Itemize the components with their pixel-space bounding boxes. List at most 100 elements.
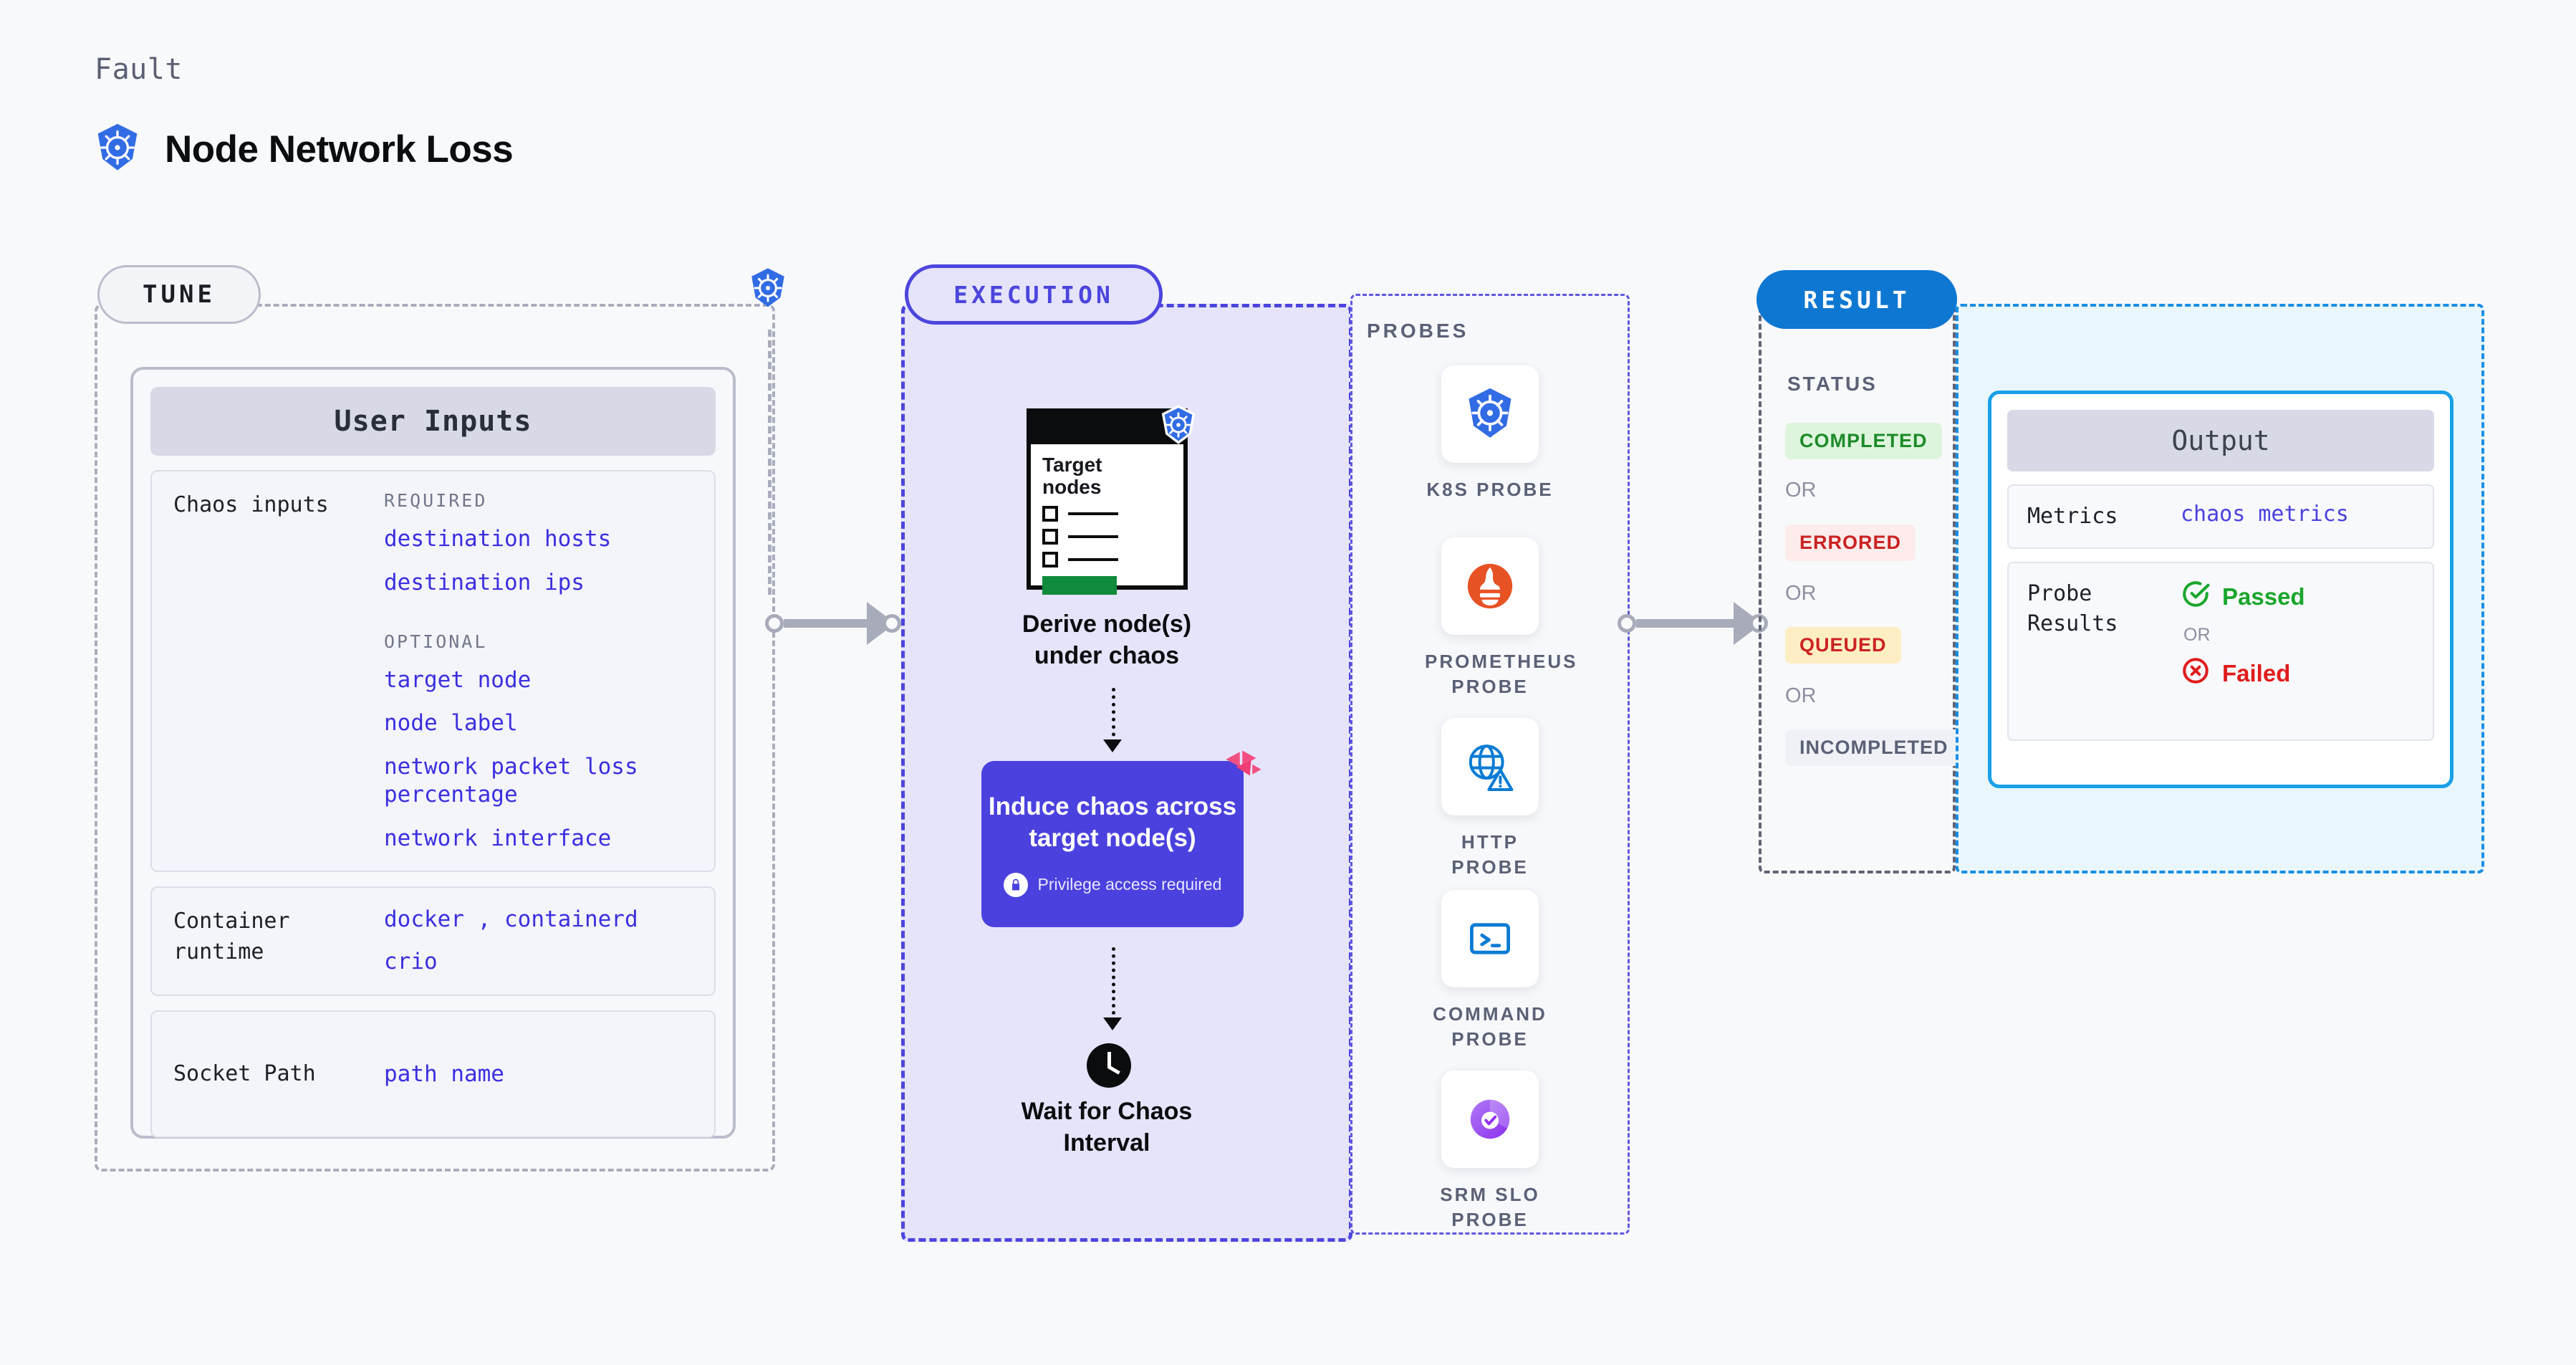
clock-icon [1087, 1043, 1131, 1088]
probe-results-row: Probe Results Passed OR [2007, 562, 2434, 741]
input-value[interactable]: containerd [504, 906, 638, 933]
connector-end-dot [883, 614, 901, 633]
probe-label: HTTP PROBE [1425, 830, 1555, 880]
tune-stage-pill[interactable]: TUNE [97, 265, 261, 324]
status-badge-queued: QUEUED [1785, 627, 1901, 664]
probe-label-line: PROMETHEUS [1425, 651, 1578, 672]
connector-start-dot [765, 614, 784, 633]
node-checkbox-row[interactable] [1042, 505, 1172, 522]
target-nodes-title-2: nodes [1042, 475, 1102, 498]
status-badge-errored: ERRORED [1785, 525, 1916, 561]
user-inputs-card: User Inputs Chaos inputs REQUIRED destin… [130, 367, 736, 1139]
srm-slo-icon [1441, 1071, 1539, 1168]
or-label: OR [1785, 684, 1817, 707]
card-titlebar [1031, 413, 1183, 444]
probe-result-failed: Failed [2181, 656, 2414, 691]
chaos-title-line: target node(s) [1029, 824, 1196, 852]
probe-results-label: Probe Results [2027, 579, 2171, 724]
output-card: Output Metrics chaos metrics Probe Resul… [1988, 391, 2454, 788]
node-checkbox-row[interactable] [1042, 551, 1172, 567]
status-badge-completed: COMPLETED [1785, 423, 1942, 459]
or-label: OR [2183, 625, 2211, 645]
container-runtime-label: Container runtime [173, 909, 290, 964]
probe-srm-slo[interactable]: SRM SLO PROBE [1425, 1071, 1555, 1232]
confirm-bar [1042, 575, 1117, 595]
x-circle-icon [2181, 656, 2211, 691]
input-value[interactable]: destination ips [384, 569, 585, 595]
probe-label-line: SRM SLO [1440, 1184, 1540, 1205]
input-value[interactable]: crio [384, 949, 438, 975]
input-value[interactable]: destination hosts [384, 526, 612, 552]
socket-path-section: Socket Path path name [150, 1010, 716, 1138]
probe-result-passed: Passed [2181, 579, 2414, 615]
flow-arrow-icon [1103, 739, 1122, 752]
user-inputs-title: User Inputs [150, 387, 716, 456]
input-value[interactable]: node label [384, 710, 518, 737]
probe-label-line: PROBE [1451, 1209, 1529, 1231]
input-value[interactable]: network interface [384, 825, 612, 851]
probe-label-line: PROBE [1451, 676, 1529, 698]
flow-arrow-icon [1103, 1017, 1122, 1030]
or-label: OR [1785, 479, 1817, 502]
flow-line [1112, 688, 1115, 744]
privilege-note: Privilege access required [1003, 872, 1222, 897]
or-label: OR [1785, 582, 1817, 605]
probe-http[interactable]: HTTP PROBE [1425, 718, 1555, 880]
connector-tune-to-execution [765, 602, 901, 645]
result-stage-pill[interactable]: RESULT [1756, 270, 1957, 329]
connector-line [1636, 619, 1736, 628]
page-title-row: Node Network Loss [92, 122, 514, 176]
placeholder-line [1068, 535, 1118, 538]
metrics-value[interactable]: chaos metrics [2181, 502, 2349, 527]
probe-k8s[interactable]: K8S PROBE [1425, 365, 1555, 502]
status-badge-incompleted: INCOMPLETED [1785, 729, 1963, 766]
probe-label: SRM SLO PROBE [1425, 1182, 1555, 1232]
page-eyebrow: Fault [95, 53, 183, 86]
target-nodes-card: Target nodes [1027, 408, 1188, 595]
privilege-note-text: Privilege access required [1037, 875, 1222, 894]
checkbox-icon[interactable] [1042, 551, 1058, 567]
node-checkbox-row[interactable] [1042, 528, 1172, 545]
lock-icon [1003, 872, 1028, 897]
optional-group-title: OPTIONAL [384, 631, 488, 652]
chaos-title-line: Induce chaos across [988, 792, 1237, 821]
probe-label-line: HTTP PROBE [1451, 831, 1529, 878]
kubernetes-icon [92, 122, 143, 176]
caption-line: under chaos [1034, 641, 1180, 669]
probes-title: PROBES [1367, 320, 1469, 342]
probe-label: COMMAND PROBE [1425, 1002, 1555, 1052]
checkbox-icon[interactable] [1042, 528, 1058, 545]
chaos-inputs-label: Chaos inputs [173, 492, 329, 517]
probe-prometheus[interactable]: PROMETHEUS PROBE [1425, 537, 1578, 699]
tune-stage-frame [95, 304, 775, 1172]
execution-stage-pill[interactable]: EXECUTION [905, 264, 1163, 325]
result-text: Passed [2222, 583, 2305, 610]
check-circle-icon [2181, 579, 2211, 615]
value-separator: , [477, 906, 491, 933]
label-line: Results [2027, 611, 2118, 636]
input-value[interactable]: docker [384, 906, 464, 933]
metrics-label: Metrics [2027, 504, 2118, 529]
derive-nodes-caption: Derive node(s) under chaos [953, 609, 1261, 671]
output-title: Output [2007, 410, 2434, 471]
caption-line: Derive node(s) [1022, 610, 1192, 638]
terminal-icon [1441, 890, 1539, 987]
page-title: Node Network Loss [165, 128, 514, 171]
induce-chaos-box[interactable]: Induce chaos across target node(s) Privi… [981, 761, 1244, 927]
container-runtime-values: docker , containerd [384, 906, 693, 932]
input-value[interactable]: path name [384, 1060, 504, 1087]
probe-label: K8S PROBE [1425, 477, 1555, 502]
checkbox-icon[interactable] [1042, 505, 1058, 522]
status-title: STATUS [1787, 373, 1878, 395]
input-value[interactable]: target node [384, 666, 532, 693]
label-line: Probe [2027, 581, 2092, 606]
connector-execution-to-result [1618, 602, 1768, 645]
litmus-chaos-icon [1224, 748, 1264, 791]
probe-label-line: K8S PROBE [1426, 479, 1554, 500]
input-value[interactable]: network packet loss percentage [384, 754, 638, 808]
required-group-title: REQUIRED [384, 490, 488, 511]
placeholder-line [1068, 512, 1118, 515]
probe-command[interactable]: COMMAND PROBE [1425, 890, 1555, 1052]
kubernetes-icon [746, 267, 789, 312]
